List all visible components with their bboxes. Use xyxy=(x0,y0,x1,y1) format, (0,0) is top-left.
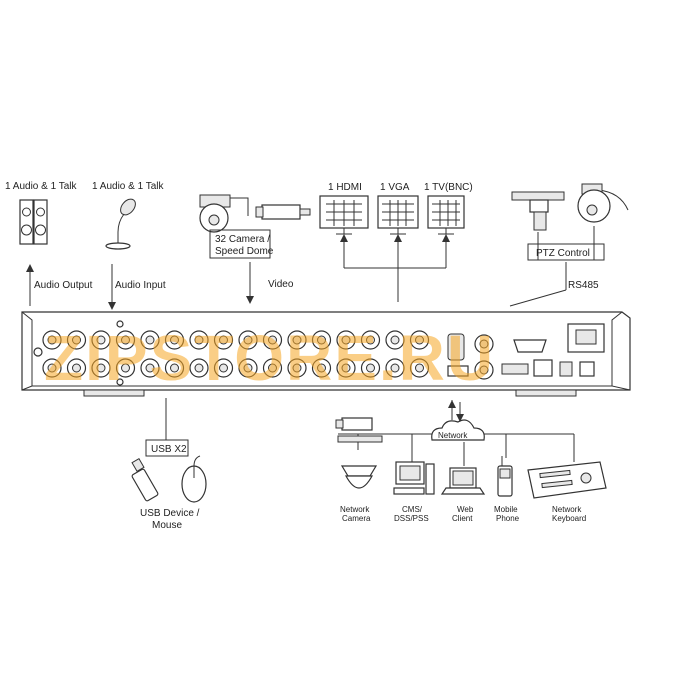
usb-drive-icon xyxy=(131,457,159,502)
ptz-bracket-icon xyxy=(511,191,565,231)
bnc-port-core xyxy=(366,335,375,345)
bnc-port-core xyxy=(415,335,424,345)
camera-label-line2: Speed Dome xyxy=(215,246,274,257)
dvr-io-ports xyxy=(447,323,605,380)
network-cloud-icon xyxy=(431,419,485,441)
laptop-icon xyxy=(440,467,486,495)
bnc-port-core xyxy=(292,335,302,345)
bnc-port-core xyxy=(170,363,179,373)
network-label: Network xyxy=(438,431,468,440)
ptz-speed-dome-icon xyxy=(577,183,629,223)
ptz-label-box xyxy=(527,243,605,261)
bnc-port-core xyxy=(268,363,277,373)
audio-output-label: Audio Output xyxy=(34,280,93,291)
bnc-port-core xyxy=(170,335,179,345)
mobile-phone-label-line1: Mobile xyxy=(494,505,518,514)
usb-device-label-line2: Mouse xyxy=(152,520,182,531)
tv-label: 1 TV(BNC) xyxy=(424,182,473,193)
bnc-port-core xyxy=(317,335,326,345)
bnc-port-core xyxy=(121,363,130,373)
bnc-port-core xyxy=(390,335,400,345)
web-client-label-line1: Web xyxy=(457,505,474,514)
bnc-port-group xyxy=(42,330,430,378)
bnc-port-core xyxy=(121,335,130,345)
audio-connection-lines xyxy=(26,264,116,310)
ethernet-port xyxy=(533,359,553,377)
speed-dome-camera-icon xyxy=(199,194,249,233)
hdmi-port xyxy=(447,333,465,361)
speaker-icon xyxy=(19,199,48,245)
cms-computer-icon xyxy=(393,461,435,495)
cms-label-line1: CMS/ xyxy=(402,505,423,514)
bnc-port-core xyxy=(415,363,424,373)
vga-label: 1 VGA xyxy=(380,182,410,193)
audio-input-label: Audio Input xyxy=(115,280,166,291)
network-camera-label-line1: Network xyxy=(340,505,370,514)
bnc-port-core xyxy=(47,363,57,373)
bnc-port-core xyxy=(243,363,253,373)
vga-port xyxy=(513,339,547,353)
video-connection-line xyxy=(246,262,254,304)
bnc-port-core xyxy=(145,335,155,345)
bnc-port-core xyxy=(366,363,375,373)
usb-label-box xyxy=(145,439,189,457)
rs485-label: RS485 xyxy=(568,280,599,291)
tv-monitor-icon xyxy=(427,195,465,235)
ptz-connection-lines xyxy=(537,226,595,260)
audio-talk-label-1: 1 Audio & 1 Talk xyxy=(5,181,78,192)
camera-label-box xyxy=(209,229,271,259)
rs485-port xyxy=(559,361,573,377)
hdmi-out-port xyxy=(501,363,529,375)
mobile-phone-label-line2: Phone xyxy=(496,514,520,523)
bnc-port-core xyxy=(47,335,57,345)
camera-label-line1: 32 Camera / xyxy=(215,234,270,245)
bnc-port-core xyxy=(194,335,204,345)
bnc-port-core xyxy=(72,335,81,345)
web-client-label-line2: Client xyxy=(452,514,473,523)
usb-label: USB X2 xyxy=(151,444,187,455)
audio-talk-label-2: 1 Audio & 1 Talk xyxy=(92,181,165,192)
rs485-connection-line xyxy=(509,262,567,307)
network-connection-lines xyxy=(338,400,575,466)
bnc-port-core xyxy=(96,335,106,345)
network-keyboard-icon xyxy=(527,461,607,499)
bnc-port-core xyxy=(268,335,277,345)
power-switch xyxy=(579,361,595,377)
watermark-text: ZIPSTORE.RU xyxy=(44,322,495,394)
monitor-connection-lines xyxy=(340,234,450,302)
usb-device-label-line1: USB Device / xyxy=(140,508,200,519)
bnc-port-core xyxy=(219,363,228,373)
bnc-port-core xyxy=(243,335,253,345)
cms-label-line2: DSS/PSS xyxy=(394,514,429,523)
hdmi-monitor-icon xyxy=(319,195,369,235)
bnc-port-core xyxy=(72,363,81,373)
vga-monitor-icon xyxy=(377,195,419,235)
bnc-port-core xyxy=(317,363,326,373)
bnc-port-core xyxy=(341,363,351,373)
bnc-port-core xyxy=(292,363,302,373)
bnc-port-core xyxy=(96,363,106,373)
network-keyboard-label-line2: Keyboard xyxy=(552,514,586,523)
bnc-port-core xyxy=(341,335,351,345)
video-label: Video xyxy=(268,279,294,290)
usb-port xyxy=(447,365,469,377)
network-camera-label-line2: Camera xyxy=(342,514,371,523)
bnc-port-core xyxy=(145,363,155,373)
box-camera-icon xyxy=(255,204,311,220)
bnc-port-core xyxy=(219,335,228,345)
bnc-port-core xyxy=(194,363,204,373)
network-camera-icon xyxy=(335,417,383,489)
hdmi-label: 1 HDMI xyxy=(328,182,362,193)
mouse-icon xyxy=(181,455,207,503)
bnc-port-core xyxy=(390,363,400,373)
ptz-label: PTZ Control xyxy=(536,248,590,259)
microphone-icon xyxy=(105,198,136,250)
network-keyboard-label-line1: Network xyxy=(552,505,582,514)
mobile-phone-icon xyxy=(497,456,513,497)
